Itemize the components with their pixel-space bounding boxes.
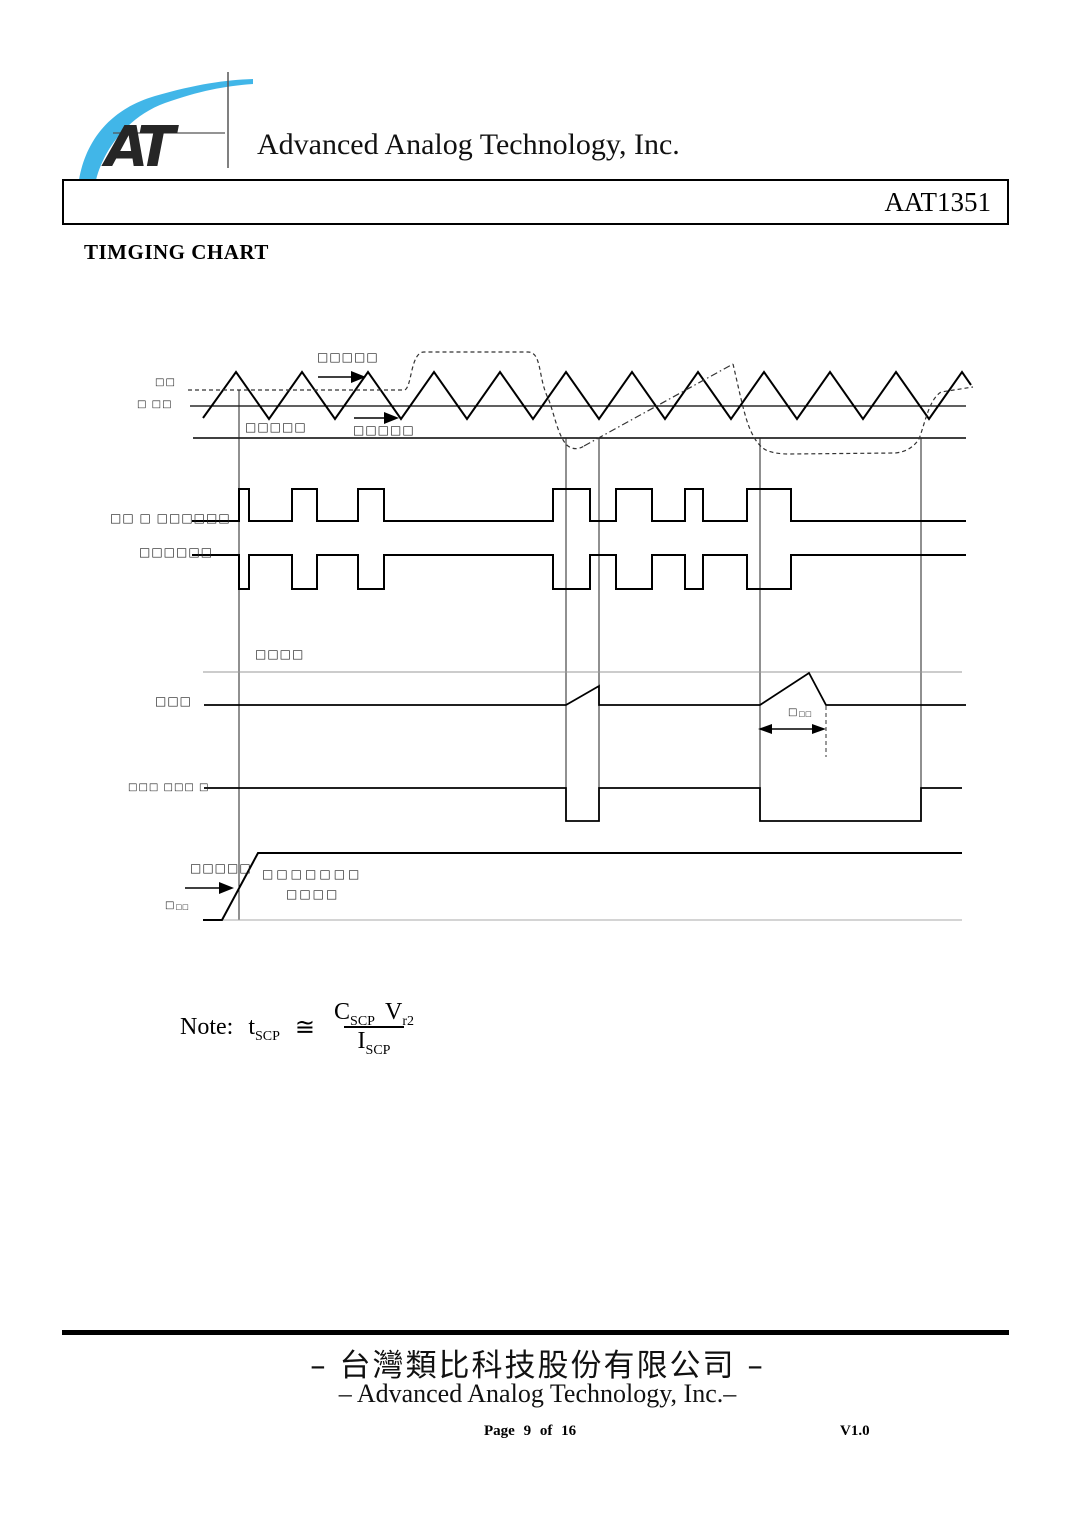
section-title: TIMGING CHART: [84, 240, 269, 264]
soft-start-note-line2: □□□□: [286, 887, 340, 901]
osc-top-annotation-label: □□□□□: [317, 350, 379, 364]
error-amp-dashed-curve-right: [732, 363, 974, 455]
out2-label: □□□□□□: [139, 545, 214, 559]
scpo-label: □□□ □□□ □: [128, 782, 210, 793]
soft-start-arrow-label: □□□□□: [190, 861, 252, 875]
t-scp-measure-arrow: [758, 724, 826, 734]
oscillator-triangle-wave: [202, 370, 972, 421]
scp-ramp-waveform: [204, 671, 966, 706]
v-r2-label: □□□: [165, 900, 189, 911]
osc-mid-left-annotation-label: □□□□□: [245, 420, 307, 434]
footer-company-zh: – 台灣類比科技股份有限公司 –: [310, 1348, 765, 1384]
scp-label: □□□: [155, 694, 193, 708]
soft-start-arrow: [185, 882, 234, 894]
company-name: Advanced Analog Technology, Inc.: [257, 128, 680, 161]
footer-rule: [62, 1330, 1009, 1335]
osc-left-bottom-label: □ □□: [137, 399, 173, 410]
formula-lhs: tSCP: [248, 1013, 280, 1044]
soft-start-note-line1: □□□□□□□: [262, 867, 363, 881]
formula-relation: ≅: [294, 1014, 316, 1041]
note-prefix: Note:: [180, 1013, 234, 1040]
out2-waveform: [192, 554, 966, 590]
error-amp-dashdot-ramp: [583, 363, 734, 447]
logo-swoosh: [79, 79, 253, 180]
footer-company-en: – Advanced Analog Technology, Inc.–: [338, 1379, 737, 1408]
formula-denominator: ISCP: [343, 1026, 405, 1057]
company-logo: AT: [79, 72, 253, 180]
out1-label: □□ □ □□□□□□: [110, 511, 231, 525]
osc-arrow-1: [318, 371, 366, 383]
scpo-waveform: [204, 787, 962, 822]
scp-threshold-label: □□□□: [255, 647, 305, 661]
logo-letters: AT: [101, 115, 179, 180]
timing-marker-lines: [238, 390, 922, 920]
part-number-box: AAT1351: [62, 179, 1009, 225]
out1-waveform: [192, 488, 966, 522]
osc-left-top-label: □□: [155, 377, 176, 388]
footer-version: V1.0: [840, 1423, 870, 1439]
part-number: AAT1351: [884, 186, 992, 217]
footer-page-info: Page 9 of 16: [484, 1423, 577, 1439]
t-scp-label: □□□: [788, 707, 812, 718]
osc-mid-right-annotation-label: □□□□□: [353, 423, 415, 437]
